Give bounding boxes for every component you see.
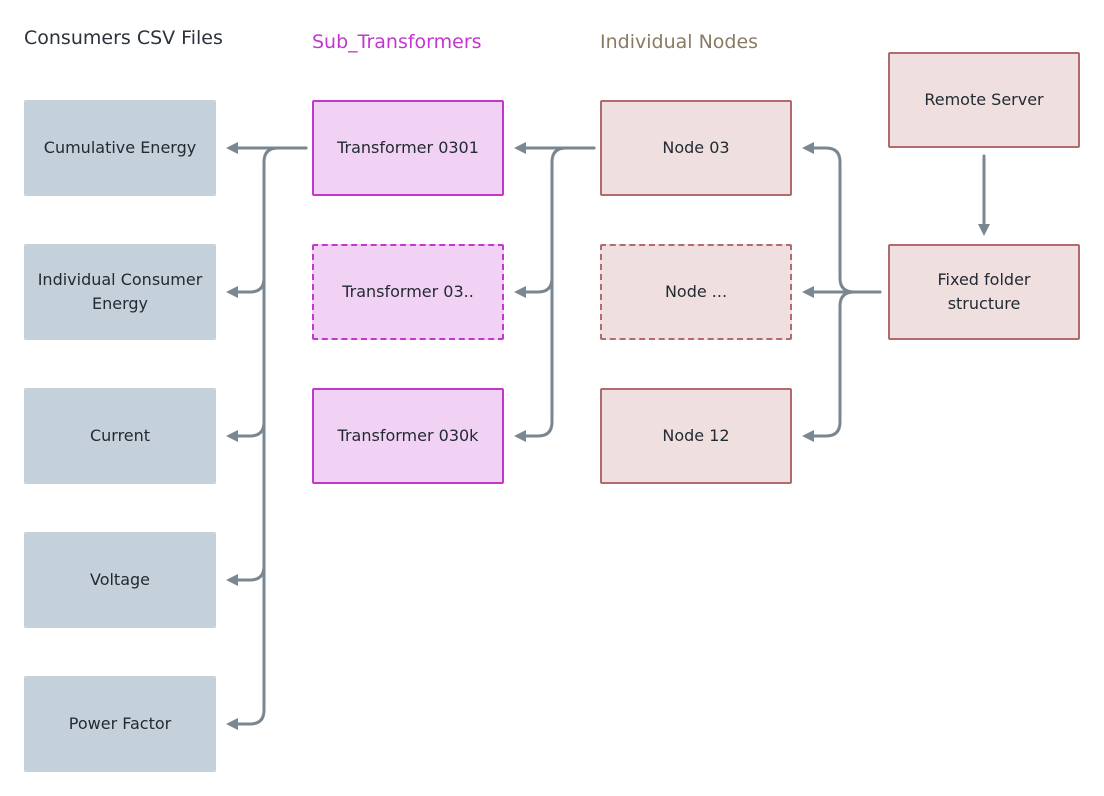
transformer-030k: Transformer 030k	[312, 388, 504, 484]
remote-server: Remote Server	[888, 52, 1080, 148]
wire-to-voltage	[226, 420, 266, 586]
csv-individual-consumer-energy: Individual Consumer Energy	[24, 244, 216, 340]
wire-to-transformer-03	[514, 146, 596, 298]
node-12: Node 12	[600, 388, 792, 484]
consumers-title: Consumers CSV Files	[24, 27, 223, 49]
wire-to-power-factor	[226, 564, 266, 730]
transformers-title: Sub_Transformers	[312, 31, 482, 53]
transformer-03-ellipsis: Transformer 03..	[312, 244, 504, 340]
wire-to-transformer-030k	[514, 276, 554, 442]
csv-voltage: Voltage	[24, 532, 216, 628]
wire-to-individual-consumer-energy	[226, 146, 308, 298]
wire-to-node-03	[802, 142, 882, 294]
csv-cumulative-energy: Cumulative Energy	[24, 100, 216, 196]
fixed-folder-structure: Fixed folder structure	[888, 244, 1080, 340]
csv-power-factor: Power Factor	[24, 676, 216, 772]
node-03: Node 03	[600, 100, 792, 196]
node-ellipsis: Node ...	[600, 244, 792, 340]
wire-to-current	[226, 276, 266, 442]
transformer-0301: Transformer 0301	[312, 100, 504, 196]
nodes-title: Individual Nodes	[600, 31, 759, 53]
csv-current: Current	[24, 388, 216, 484]
wire-to-node-12	[802, 290, 856, 442]
